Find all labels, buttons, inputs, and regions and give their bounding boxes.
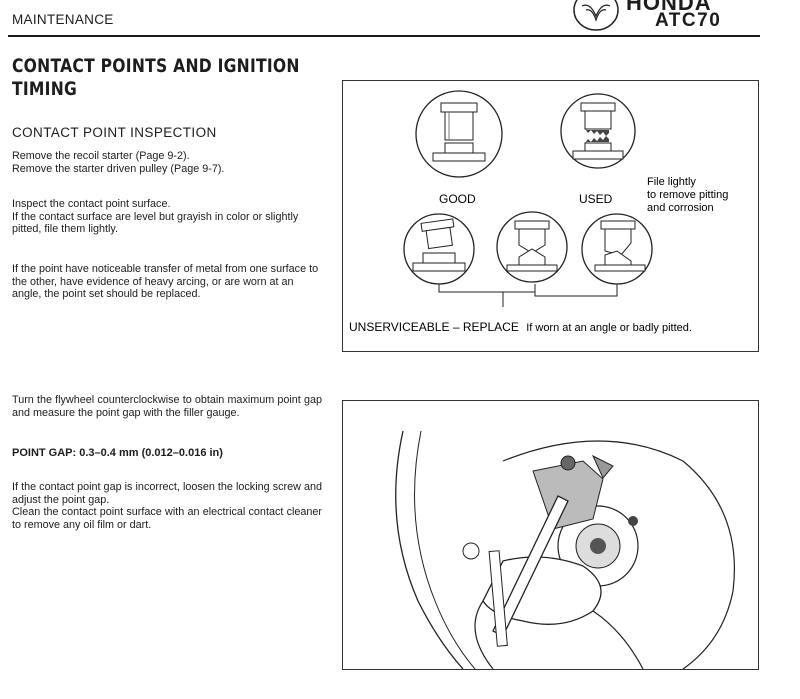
- file-lightly-note: File lightly to remove pitting and corro…: [647, 176, 731, 214]
- brand: HONDA ATC70: [570, 0, 790, 32]
- unserviceable-pitted-illustration: [581, 213, 653, 285]
- feeler-gauge-illustration: [342, 400, 759, 670]
- svg-text:UNSERVICEABLE – REPLACE: UNSERVICEABLE – REPLACE If worn at an an…: [349, 320, 692, 334]
- unserviceable-note: If worn at an angle or badly pitted.: [526, 322, 692, 334]
- header-rule: [8, 35, 760, 37]
- paragraph-inspect: Inspect the contact point surface. If th…: [12, 198, 299, 236]
- section-subtitle: CONTACT POINT INSPECTION: [12, 125, 217, 140]
- page-title: CONTACT POINTS AND IGNITION TIMING: [12, 55, 300, 100]
- unserviceable-transfer-illustration: [496, 211, 568, 283]
- paragraph-adjust: If the contact point gap is incorrect, l…: [12, 481, 322, 531]
- unserviceable-label: UNSERVICEABLE – REPLACE: [349, 320, 519, 334]
- good-contact-illustration: [415, 90, 503, 178]
- model-name: ATC70: [655, 10, 722, 31]
- used-contact-illustration: [560, 93, 636, 169]
- paragraph-flywheel: Turn the flywheel counterclockwise to ob…: [12, 394, 322, 419]
- honda-wing-logo: [573, 0, 619, 31]
- point-gap-spec: POINT GAP: 0.3–0.4 mm (0.012–0.016 in): [12, 447, 223, 459]
- good-label: GOOD: [439, 192, 476, 206]
- unserviceable-angled-illustration: [403, 213, 475, 285]
- brand-name: HONDA: [626, 0, 712, 15]
- paragraph-remove-parts: Remove the recoil starter (Page 9-2). Re…: [12, 150, 225, 175]
- used-label: USED: [579, 192, 613, 206]
- contact-point-diagram: GOOD USED File lightly to remove pitting…: [342, 80, 759, 352]
- paragraph-replace: If the point have noticeable transfer of…: [12, 263, 319, 301]
- header-section: MAINTENANCE: [12, 12, 114, 27]
